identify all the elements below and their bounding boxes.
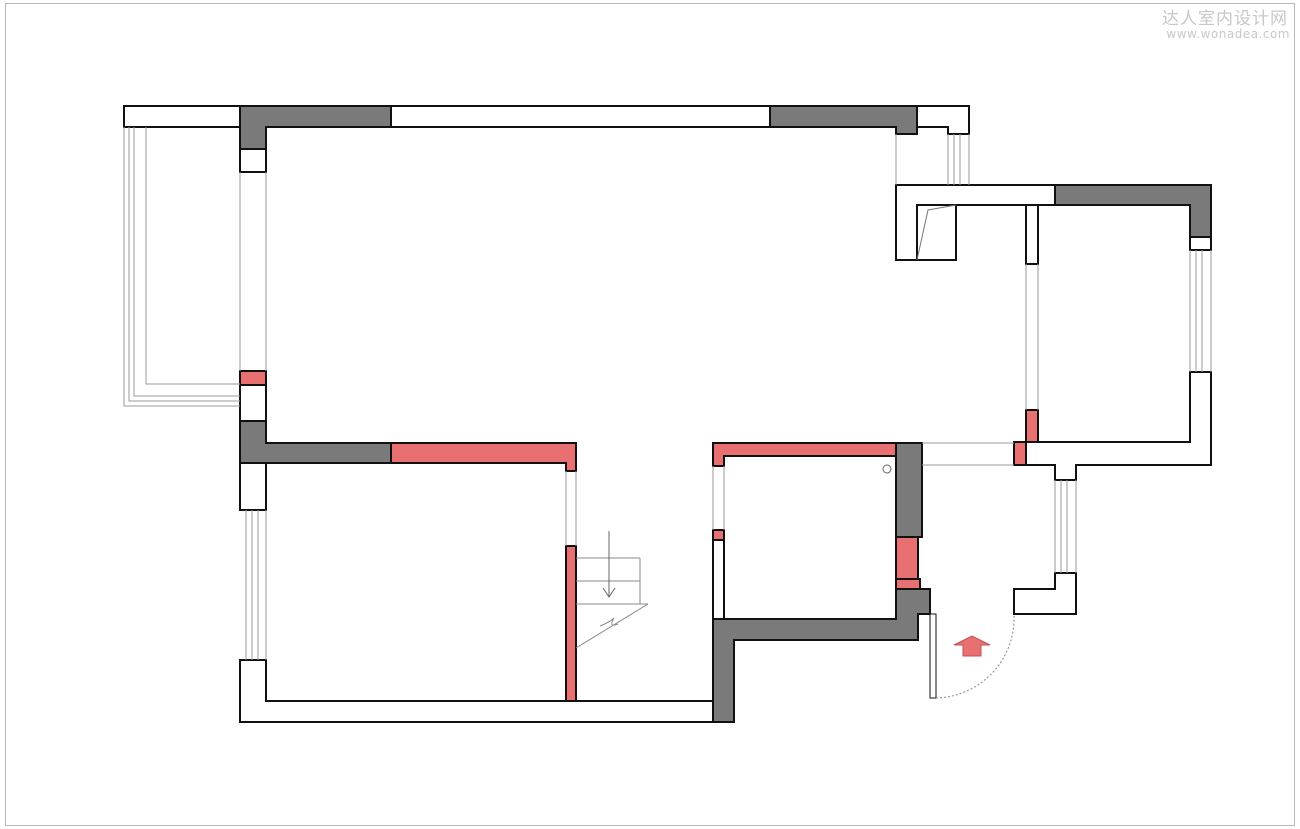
drawing-frame — [5, 3, 1295, 826]
entrance-door-swing — [935, 613, 1015, 699]
left-wall-pillar-mid — [239, 384, 267, 422]
top-wall-left-segment — [123, 105, 241, 128]
top-wall-right-stub — [916, 105, 970, 135]
top-wall-window-segment — [390, 105, 771, 128]
watermark-title: 达人室内设计网 — [1162, 9, 1288, 29]
small-room-door-new-block — [895, 536, 919, 580]
right-room-top-wall-existing — [1054, 184, 1212, 238]
top-wall-existing-left — [239, 105, 392, 150]
right-room-bottom-new-stub — [1013, 441, 1027, 466]
small-room-left-wall — [712, 539, 725, 620]
down-arrow-icon — [602, 531, 616, 598]
balcony-railing — [123, 127, 240, 407]
kitchen-right-stub — [1025, 204, 1039, 265]
fixture-circle-icon — [882, 464, 892, 474]
bedroom-outer-wall — [239, 659, 714, 723]
bedroom-left-pillar-upper — [239, 462, 267, 511]
small-room-top-wall-new — [712, 442, 897, 467]
top-wall-existing-right — [769, 105, 918, 135]
small-room-bottom-wall-existing — [712, 588, 931, 723]
left-wall-new-segment — [239, 370, 267, 386]
small-room-left-new-stub — [712, 529, 725, 541]
right-room-new-stub — [1025, 409, 1039, 443]
watermark-url: www.wonadea.com — [1166, 27, 1290, 41]
small-room-door-new-sill — [895, 578, 921, 590]
staircase — [575, 557, 649, 649]
entrance-side-wall — [1013, 572, 1077, 615]
entrance-arrow-icon — [953, 635, 991, 657]
hall-bedroom-wall-new — [390, 442, 577, 472]
small-room-right-wall-existing — [895, 442, 923, 538]
right-room-pillar-top — [1189, 236, 1212, 251]
left-wall-pillar-top — [239, 148, 267, 173]
entrance-door-leaf — [929, 613, 937, 699]
kitchen-counter — [916, 204, 957, 261]
hall-bedroom-wall-existing — [239, 420, 392, 464]
bedroom-new-partition — [565, 545, 577, 702]
right-room-bottom-wall — [1025, 371, 1212, 481]
